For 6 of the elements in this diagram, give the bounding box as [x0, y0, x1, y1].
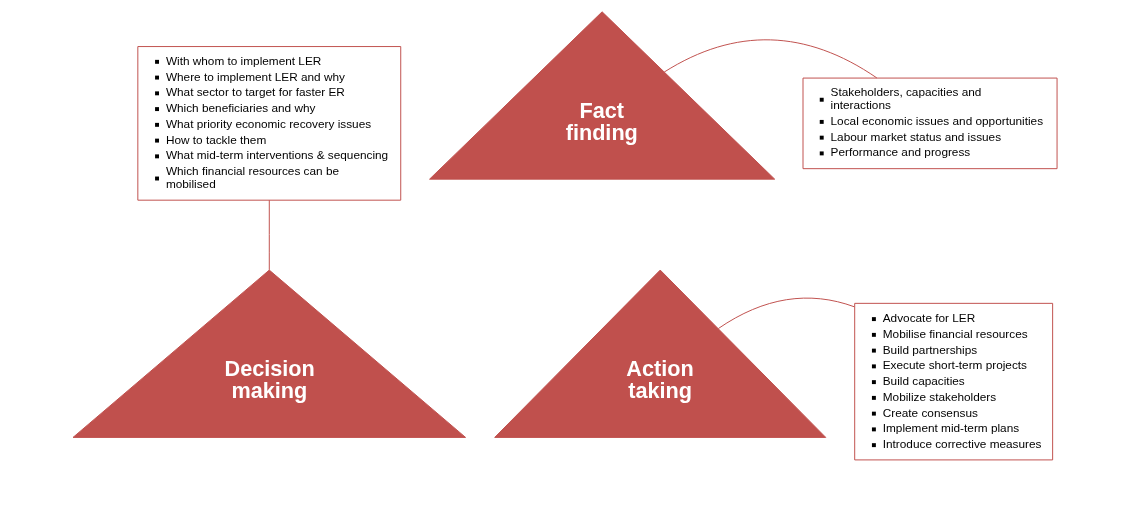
node-box: Stakeholders, capacities and interactions Local economic issues and opportunities Labour market status and issues Performance and progress	[802, 77, 1058, 170]
connector	[268, 199, 270, 271]
connector	[663, 39, 878, 79]
node-box: With whom to implement LER Where to implement LER and why What sector to target for faster ER Which beneficiaries and why What priority economic recovery issues How to tackle them What mid-term interventions & sequencing Which financial resources can be mobilised	[137, 46, 402, 201]
node-box: Advocate for LER Mobilise financial resources Build partnerships Execute short-term projects Build capacities Mobilize stakeholders Create consensus Implement mid-term plans Introduce corrective measures	[854, 302, 1054, 461]
connector	[717, 297, 855, 329]
